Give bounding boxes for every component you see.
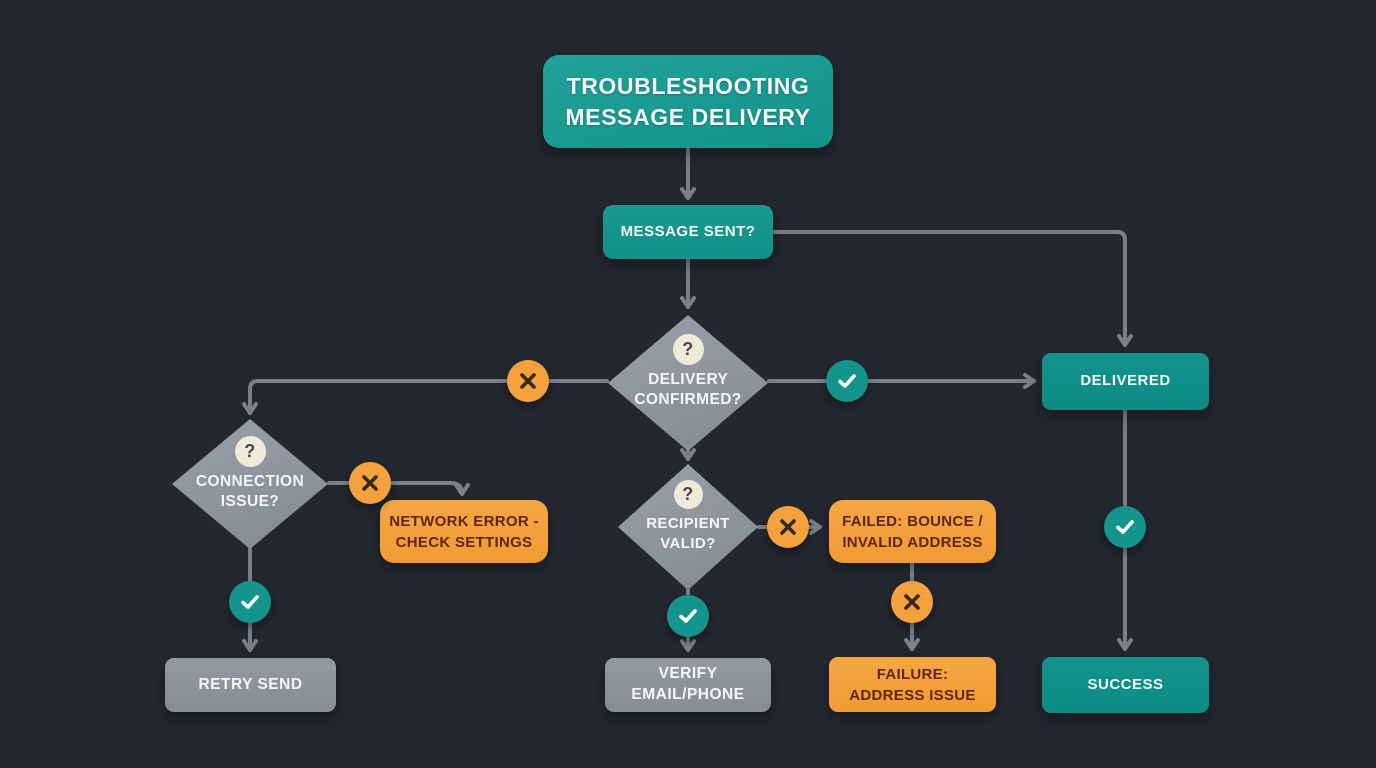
title-line2: MESSAGE DELIVERY — [565, 103, 811, 130]
question-icon: ? — [673, 480, 703, 509]
node-network-error-line2: CHECK SETTINGS — [395, 533, 533, 551]
node-failure-address-line1: FAILURE: — [876, 665, 949, 683]
node-failed-bounce-line2: INVALID ADDRESS — [842, 533, 983, 551]
node-success: SUCCESS — [1042, 657, 1209, 713]
node-failed-bounce: FAILED: BOUNCE / INVALID ADDRESS — [829, 500, 996, 563]
check-icon — [1104, 506, 1146, 548]
check-icon — [826, 360, 868, 402]
question-icon: ? — [672, 334, 704, 365]
node-message-sent-label: MESSAGE SENT? — [620, 222, 756, 240]
node-retry-send: RETRY SEND — [165, 658, 336, 712]
node-verify-contact: VERIFY EMAIL/PHONE — [605, 658, 771, 712]
decision-recipient-valid-label: RECIPIENT VALID? — [618, 514, 758, 553]
node-failed-bounce-line1: FAILED: BOUNCE / — [842, 512, 983, 530]
decision-connection-issue-label: CONNECTION ISSUE? — [172, 472, 328, 512]
cross-icon — [349, 462, 391, 504]
node-verify-contact-line2: EMAIL/PHONE — [631, 686, 745, 703]
title-line1: TROUBLESHOOTING — [566, 73, 810, 100]
node-delivered-label: DELIVERED — [1080, 372, 1171, 390]
node-delivered: DELIVERED — [1042, 353, 1209, 410]
node-failure-address-line2: ADDRESS ISSUE — [849, 686, 976, 704]
edge-delivery-confirmed-to-connection-issue — [242, 379, 609, 415]
node-failure-address: FAILURE: ADDRESS ISSUE — [829, 657, 996, 712]
node-success-label: SUCCESS — [1087, 675, 1164, 693]
question-glyph: ? — [682, 338, 694, 359]
decision-recipient-valid-line2: VALID? — [660, 534, 716, 552]
question-glyph: ? — [682, 483, 694, 504]
decision-connection-issue-line1: CONNECTION — [195, 473, 305, 490]
cross-icon — [507, 360, 549, 402]
cross-icon — [891, 581, 933, 623]
question-icon: ? — [234, 436, 266, 467]
cross-icon — [767, 506, 809, 548]
decision-delivery-confirmed-label: DELIVERY CONFIRMED? — [608, 370, 768, 410]
decision-delivery-confirmed-line2: CONFIRMED? — [634, 391, 742, 409]
decision-delivery-confirmed-line1: DELIVERY — [648, 371, 728, 388]
node-message-sent: MESSAGE SENT? — [603, 205, 773, 259]
check-icon — [229, 581, 271, 623]
edge-message-sent-to-delivered — [771, 230, 1133, 347]
node-network-error: NETWORK ERROR - CHECK SETTINGS — [380, 500, 548, 563]
decision-recipient-valid-line1: RECIPIENT — [646, 515, 730, 532]
question-glyph: ? — [244, 440, 256, 461]
node-verify-contact-line1: VERIFY — [658, 665, 718, 683]
node-retry-send-label: RETRY SEND — [198, 675, 303, 693]
check-icon — [667, 595, 709, 637]
node-title: TROUBLESHOOTING MESSAGE DELIVERY — [543, 55, 833, 148]
decision-connection-issue-line2: ISSUE? — [220, 493, 280, 511]
edge-connection-issue-to-network-error — [327, 481, 470, 496]
node-network-error-line1: NETWORK ERROR - — [389, 512, 539, 530]
